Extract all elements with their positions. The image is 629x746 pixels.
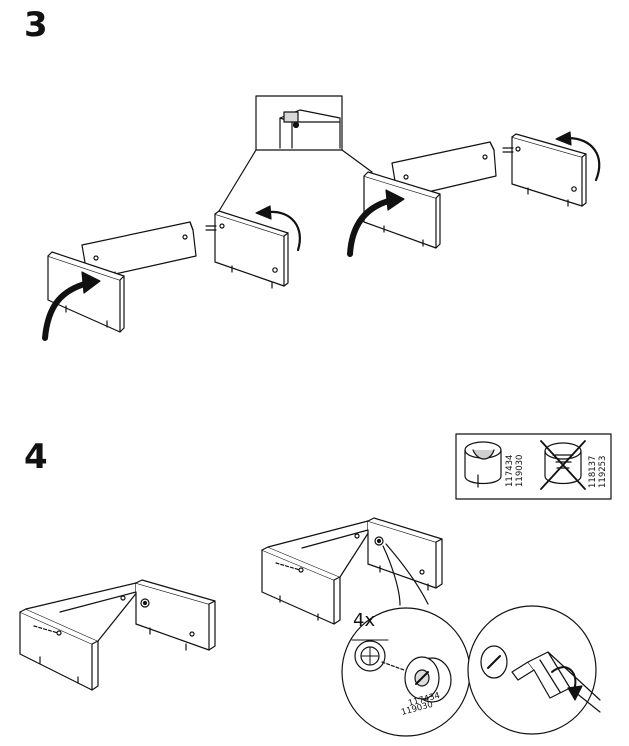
curved-arrow-icon [347,189,405,257]
side-panel-left-front [47,251,125,333]
wrong-part-icon [540,440,586,490]
dowel-detail-inset [215,95,373,217]
cam-lock-icon [464,441,502,488]
curved-arrow-icon [555,131,601,182]
side-panel-left-rear [205,210,289,289]
detail-quantity: 4x [353,610,375,631]
cam-lock-icon [404,656,452,703]
cam-lock-detail-circle [341,607,471,737]
fitting-legend-box [455,433,612,500]
curved-arrow-icon [551,666,583,701]
step-4-number: 4 [24,437,48,477]
curved-arrow-icon [255,205,301,252]
legend-code-wrong-1: 118137 [588,456,598,488]
side-panel-right-front [363,171,441,249]
side-panel-right-rear [502,133,587,207]
frame-assembled-right [261,517,443,625]
step-3-number: 3 [24,5,48,45]
screwdriver-detail-circle [467,605,601,735]
frame-assembled-left [19,579,216,691]
legend-code-correct-2: 119030 [515,455,525,487]
legend-code-correct-1: 117434 [505,455,515,487]
legend-code-wrong-2: 119253 [598,456,608,488]
curved-arrow-icon [42,271,101,341]
